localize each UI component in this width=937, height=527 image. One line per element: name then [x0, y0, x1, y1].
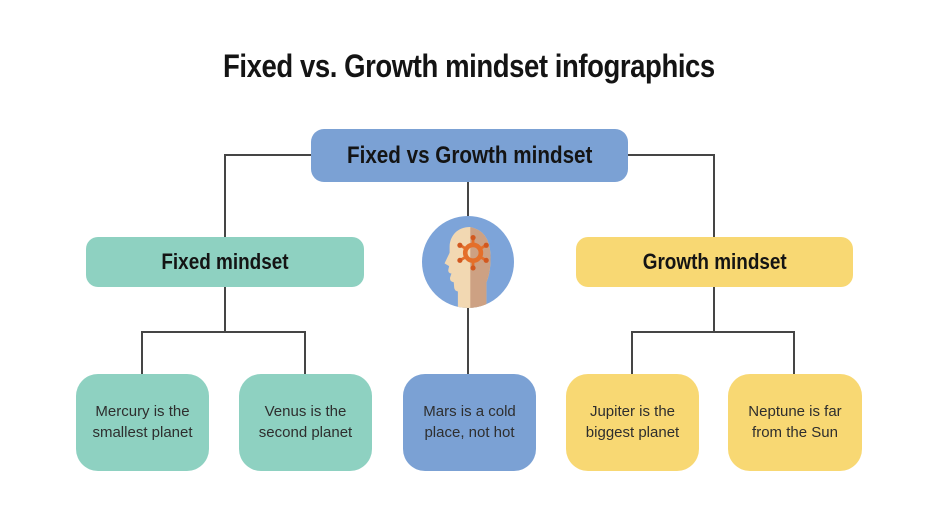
growth-mindset-node: Growth mindset	[576, 237, 853, 287]
card-mercury: Mercury is the smallest planet	[76, 374, 209, 471]
card-neptune-text: Neptune is far from the Sun	[748, 403, 842, 441]
connector-line	[141, 331, 143, 375]
card-neptune: Neptune is far from the Sun	[728, 374, 862, 471]
connector-line	[627, 154, 715, 156]
card-jupiter-text: Jupiter is the biggest planet	[585, 403, 680, 441]
card-venus-text: Venus is the second planet	[258, 403, 353, 441]
card-jupiter: Jupiter is the biggest planet	[566, 374, 699, 471]
connector-line	[713, 154, 715, 238]
card-mars-text: Mars is a cold place, not hot	[423, 403, 516, 441]
root-node: Fixed vs Growth mindset	[311, 129, 628, 182]
fixed-mindset-node: Fixed mindset	[86, 237, 364, 287]
page-title: Fixed vs. Growth mindset infographics	[0, 48, 937, 85]
card-mercury-text: Mercury is the smallest planet	[92, 403, 193, 441]
connector-line	[713, 286, 715, 333]
connector-line	[224, 154, 312, 156]
growth-mindset-label: Growth mindset	[642, 249, 787, 274]
root-node-label: Fixed vs Growth mindset	[346, 141, 593, 169]
connector-line	[631, 331, 795, 333]
connector-line	[224, 286, 226, 333]
head-with-gear-icon	[422, 216, 514, 308]
connector-line	[304, 331, 306, 375]
card-venus: Venus is the second planet	[239, 374, 372, 471]
connector-line	[224, 154, 226, 238]
connector-line	[141, 331, 306, 333]
connector-line	[631, 331, 633, 375]
connector-line	[793, 331, 795, 375]
head-with-gear-svg	[422, 216, 514, 308]
page-title-text: Fixed vs. Growth mindset infographics	[222, 48, 715, 84]
card-mars: Mars is a cold place, not hot	[403, 374, 536, 471]
fixed-mindset-label: Fixed mindset	[161, 249, 289, 274]
